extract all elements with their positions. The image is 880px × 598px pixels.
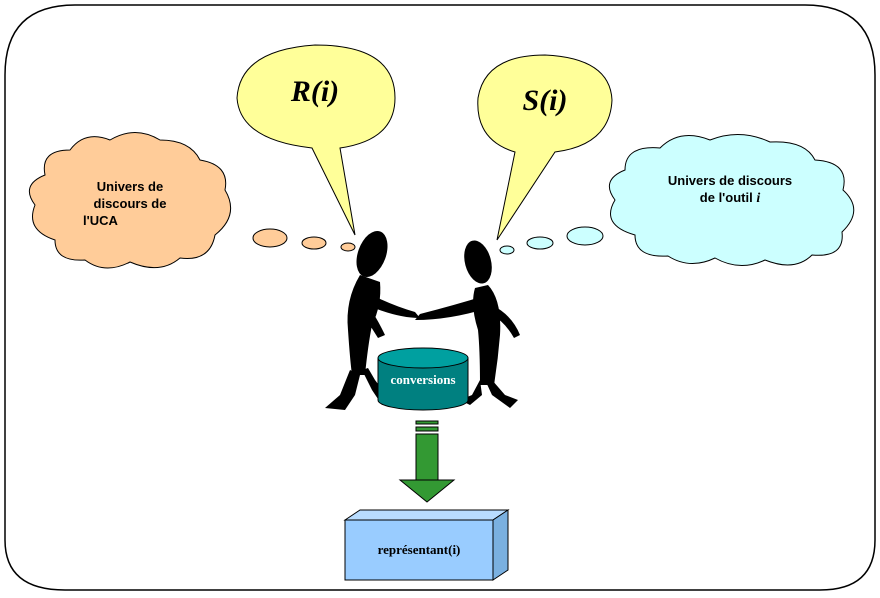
cloud-left-label: Univers de discours de l'UCA [55,178,205,229]
cloud-right-line2: de l'outil [699,190,753,205]
figure-left-icon [325,230,420,410]
cloud-left-line3: l'UCA [83,213,118,228]
cloud-left-shape [28,132,232,269]
thought-dot-left-2 [301,236,327,250]
thought-dot-left-1 [252,228,288,248]
bubble-right-label: S(i) [522,84,568,117]
representant-box [343,509,510,581]
cylinder-label: conversions [390,372,456,387]
cloud-right-var: i [756,191,761,206]
cloud-right-label: Univers de discours de l'outil i [640,172,820,207]
thought-dot-left-3 [340,242,356,252]
cloud-right-line1: Univers de discours [667,173,793,188]
speech-bubble-left-shape [236,44,396,236]
down-arrow-icon [398,420,456,503]
conversions-cylinder [377,347,469,411]
cloud-right-shape [608,134,855,266]
thought-dot-right-3 [499,245,515,255]
cloud-left-line2: discours de [93,196,167,211]
outer-frame [4,4,876,591]
box-label: représentant(i) [377,542,461,557]
thought-dot-right-2 [526,236,554,250]
cloud-left-line1: Univers de [96,179,164,194]
speech-bubble-right-shape [477,54,613,241]
thought-dot-right-1 [566,226,604,246]
bubble-left-label: R(i) [290,75,340,108]
